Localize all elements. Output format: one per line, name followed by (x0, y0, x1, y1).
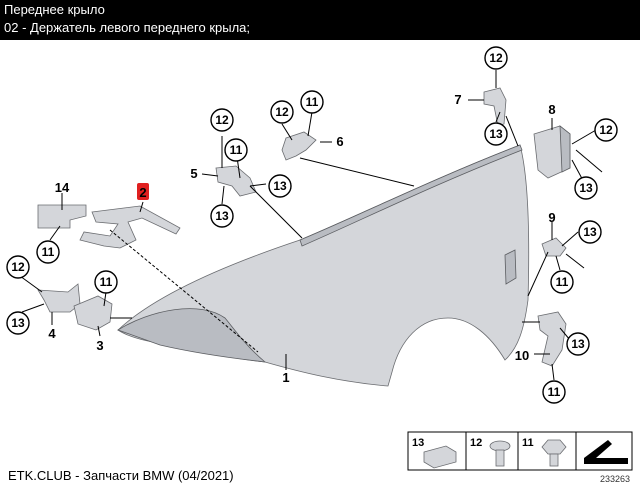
bracket-part-9[interactable] (541, 237, 567, 257)
label-1[interactable]: 1 (282, 370, 289, 385)
label-4[interactable]: 4 (48, 326, 56, 341)
svg-text:11: 11 (548, 385, 561, 399)
svg-text:13: 13 (489, 127, 503, 141)
image-number: 233263 (600, 474, 630, 484)
bracket-part-14[interactable] (37, 204, 87, 229)
label-5[interactable]: 5 (190, 166, 197, 181)
fastener-legend: 13 12 11 (407, 431, 633, 471)
callout-13-d[interactable]: 13 (574, 176, 598, 200)
bracket-part-4[interactable] (37, 283, 81, 313)
label-10[interactable]: 10 (515, 348, 529, 363)
svg-text:11: 11 (230, 143, 243, 157)
label-3[interactable]: 3 (96, 338, 103, 353)
svg-text:11: 11 (306, 95, 319, 109)
svg-text:12: 12 (215, 113, 229, 127)
callout-12-c[interactable]: 12 (484, 46, 508, 70)
bracket-part-7[interactable] (483, 87, 507, 127)
svg-text:13: 13 (571, 337, 585, 351)
bracket-part-10[interactable] (537, 311, 567, 367)
label-6[interactable]: 6 (336, 134, 343, 149)
page-header: Переднее крыло 02 - Держатель левого пер… (0, 0, 640, 40)
bracket-part-5[interactable] (215, 165, 257, 197)
callout-12-a[interactable]: 12 (210, 108, 234, 132)
callout-12-b[interactable]: 12 (270, 100, 294, 124)
callout-13-a[interactable]: 13 (268, 174, 292, 198)
callout-12-e[interactable]: 12 (6, 255, 30, 279)
svg-text:12: 12 (489, 51, 503, 65)
legend-13-clip-nut[interactable]: 13 (412, 437, 457, 469)
callout-12-d[interactable]: 12 (594, 118, 618, 142)
svg-text:11: 11 (42, 245, 55, 259)
label-2[interactable]: 2 (137, 183, 149, 200)
bracket-part-2[interactable] (79, 205, 181, 249)
svg-text:13: 13 (215, 209, 229, 223)
callout-13-b[interactable]: 13 (210, 204, 234, 228)
svg-text:11: 11 (100, 275, 113, 289)
callout-13-e[interactable]: 13 (578, 220, 602, 244)
label-9[interactable]: 9 (548, 210, 555, 225)
legend-12-screw[interactable]: 12 (470, 437, 511, 467)
page-subtitle: 02 - Держатель левого переднего крыла; (4, 20, 251, 35)
label-7[interactable]: 7 (454, 92, 461, 107)
label-14[interactable]: 14 (55, 180, 70, 195)
legend-11-hex-bolt[interactable]: 11 (522, 437, 567, 467)
svg-text:12: 12 (11, 260, 25, 274)
svg-text:12: 12 (275, 105, 289, 119)
svg-text:13: 13 (579, 181, 593, 195)
callout-11-f[interactable]: 11 (542, 380, 566, 404)
callout-13-g[interactable]: 13 (566, 332, 590, 356)
svg-text:13: 13 (11, 316, 25, 330)
svg-text:13: 13 (273, 179, 287, 193)
callout-13-c[interactable]: 13 (484, 122, 508, 146)
legend-arrow-symbol (584, 440, 628, 464)
parts-diagram: 12 11 13 12 11 13 12 13 12 13 13 11 11 1… (6, 46, 633, 484)
page-footer: ETK.CLUB - Запчасти BMW (04/2021) (8, 468, 234, 483)
svg-text:13: 13 (412, 437, 424, 449)
callout-11-e[interactable]: 11 (94, 270, 118, 294)
bracket-part-6[interactable] (281, 131, 317, 161)
svg-text:12: 12 (470, 437, 482, 449)
fender-part[interactable] (117, 144, 530, 387)
svg-text:11: 11 (522, 437, 534, 449)
bracket-part-8[interactable] (533, 125, 571, 179)
svg-text:12: 12 (599, 123, 613, 137)
svg-text:2: 2 (139, 185, 146, 200)
callout-11-b[interactable]: 11 (300, 90, 324, 114)
callout-11-c[interactable]: 11 (550, 270, 574, 294)
svg-text:11: 11 (556, 275, 569, 289)
bracket-part-3[interactable] (73, 295, 113, 331)
label-8[interactable]: 8 (548, 102, 555, 117)
callout-13-f[interactable]: 13 (6, 311, 30, 335)
callout-11-d[interactable]: 11 (36, 240, 60, 264)
page-title: Переднее крыло (4, 2, 105, 17)
svg-text:13: 13 (583, 225, 597, 239)
callout-11-a[interactable]: 11 (224, 138, 248, 162)
